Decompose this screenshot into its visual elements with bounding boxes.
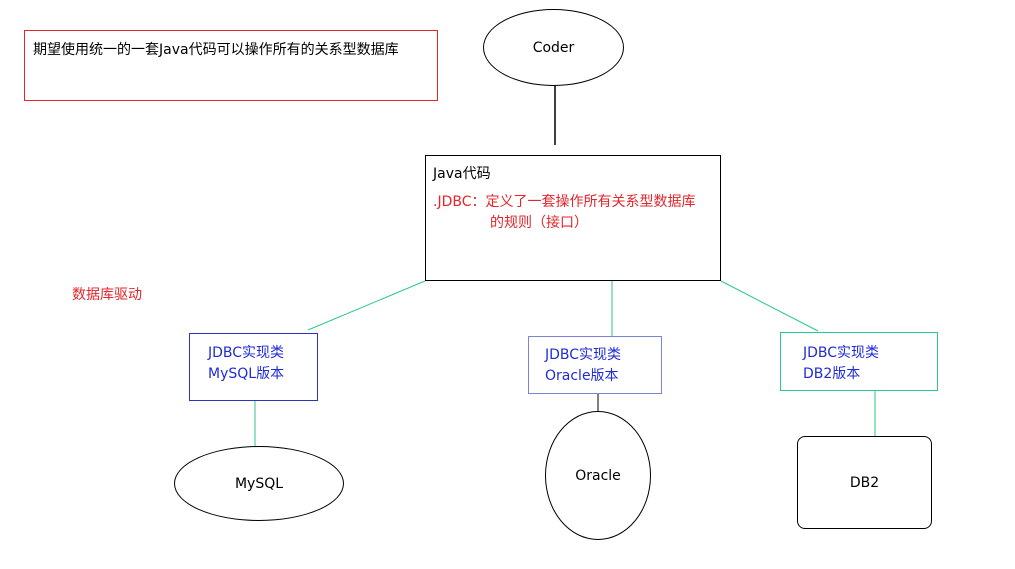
goal-note-text: 期望使用统一的一套Java代码可以操作所有的关系型数据库 [33,42,399,58]
coder-label: Coder [532,39,575,56]
jdbc-definition-line1: .JDBC：定义了一套操作所有关系型数据库 [433,194,696,210]
mysql-impl-line2: MySQL版本 [208,366,285,382]
db2-database-node: DB2 [797,436,932,529]
oracle-database-label: Oracle [575,467,621,484]
mysql-impl-box: JDBC实现类 MySQL版本 [189,333,318,401]
oracle-impl-line1: JDBC实现类 [545,347,622,363]
oracle-impl-line2: Oracle版本 [545,368,619,384]
mysql-impl-line1: JDBC实现类 [208,345,285,361]
jdbc-definition-line2: 的规则（接口） [490,215,588,231]
java-code-box: Java代码 .JDBC：定义了一套操作所有关系型数据库 的规则（接口） [425,155,721,281]
goal-note: 期望使用统一的一套Java代码可以操作所有的关系型数据库 [24,30,438,101]
mysql-database-node: MySQL [174,446,344,521]
java-code-title: Java代码 [433,166,491,182]
java-to-db2-impl-connector [720,280,819,332]
db2-database-label: DB2 [849,474,880,491]
oracle-impl-box: JDBC实现类 Oracle版本 [528,336,662,394]
db2-impl-box: JDBC实现类 DB2版本 [780,332,938,391]
mysql-database-label: MySQL [234,475,284,492]
driver-label: 数据库驱动 [72,287,142,303]
db2-impl-line1: JDBC实现类 [803,345,880,361]
jdbc-definition: .JDBC：定义了一套操作所有关系型数据库 的规则（接口） [433,192,743,234]
oracle-database-node: Oracle [545,411,651,540]
db2-impl-line2: DB2版本 [803,366,861,382]
coder-node: Coder [483,9,624,86]
java-to-mysql-impl-connector [307,280,426,331]
